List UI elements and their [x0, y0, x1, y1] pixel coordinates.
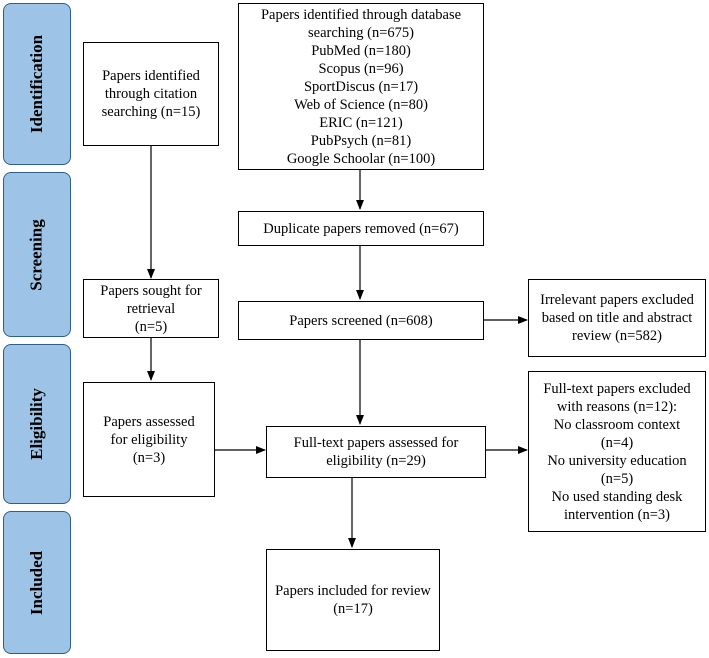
box-line: Google Schoolar (n=100): [286, 150, 436, 167]
box-line: No university education: [547, 452, 687, 469]
box-fulltext-excluded: Full-text papers excluded with reasons (…: [528, 371, 706, 532]
box-sought-retrieval: Papers sought for retrieval (n=5): [83, 279, 219, 338]
box-line: PubMed (n=180): [311, 42, 411, 59]
box-line: Scopus (n=96): [318, 60, 404, 77]
box-line: SportDiscus (n=17): [303, 78, 419, 95]
box-line: PubPsych (n=81): [310, 132, 412, 149]
box-line: No used standing desk: [551, 488, 683, 505]
box-line: Full-text papers assessed for: [293, 435, 459, 451]
box-screened: Papers screened (n=608): [238, 301, 484, 340]
box-line: Papers identified through database: [260, 6, 462, 23]
phase-identification: Identification: [3, 3, 71, 165]
box-fulltext-assessed: Full-text papers assessed for eligibilit…: [266, 426, 486, 478]
box-line: searching (n=15): [101, 104, 201, 120]
box-line: for eligibility: [110, 431, 188, 448]
box-line: eligibility (n=29): [326, 453, 426, 469]
box-line: Papers screened (n=608): [289, 312, 433, 329]
phase-included: Included: [3, 511, 71, 654]
box-line: Duplicate papers removed (n=67): [263, 220, 459, 237]
box-line: ERIC (n=121): [319, 114, 403, 131]
box-irrelevant-excluded: Irrelevant papers excluded based on titl…: [528, 279, 706, 357]
box-line: (n=3): [132, 449, 166, 466]
phase-screening: Screening: [3, 172, 71, 337]
box-line: through citation: [104, 86, 198, 102]
box-line: Full-text papers excluded: [543, 380, 691, 397]
box-line: with reasons (n=12):: [556, 398, 678, 415]
box-citation-search: Papers identified through citation searc…: [83, 42, 219, 146]
box-line: Papers identified: [102, 68, 200, 84]
box-line: Papers assessed: [103, 413, 195, 430]
box-database-search: Papers identified through database searc…: [238, 3, 484, 170]
box-line: Papers sought for: [100, 282, 202, 299]
box-line: (n=4): [600, 434, 634, 451]
box-line: No classroom context: [553, 416, 681, 433]
box-line: (n=5): [600, 470, 634, 487]
box-line: (n=17): [333, 601, 373, 617]
box-line: searching (n=675): [307, 24, 415, 41]
box-line: (n=5): [134, 318, 168, 335]
box-line: intervention (n=3): [563, 506, 671, 523]
box-assessed-eligibility: Papers assessed for eligibility (n=3): [83, 382, 215, 497]
box-line: Irrelevant papers excluded: [540, 292, 694, 308]
box-included-review: Papers included for review (n=17): [266, 549, 440, 651]
box-duplicates-removed: Duplicate papers removed (n=67): [238, 211, 484, 246]
box-line: Papers included for review: [275, 583, 431, 599]
box-line: retrieval: [126, 300, 176, 317]
box-line: Web of Science (n=80): [294, 96, 428, 113]
phase-eligibility: Eligibility: [3, 344, 71, 504]
box-line: based on title and abstract: [541, 310, 693, 326]
box-line: review (n=582): [572, 328, 662, 344]
